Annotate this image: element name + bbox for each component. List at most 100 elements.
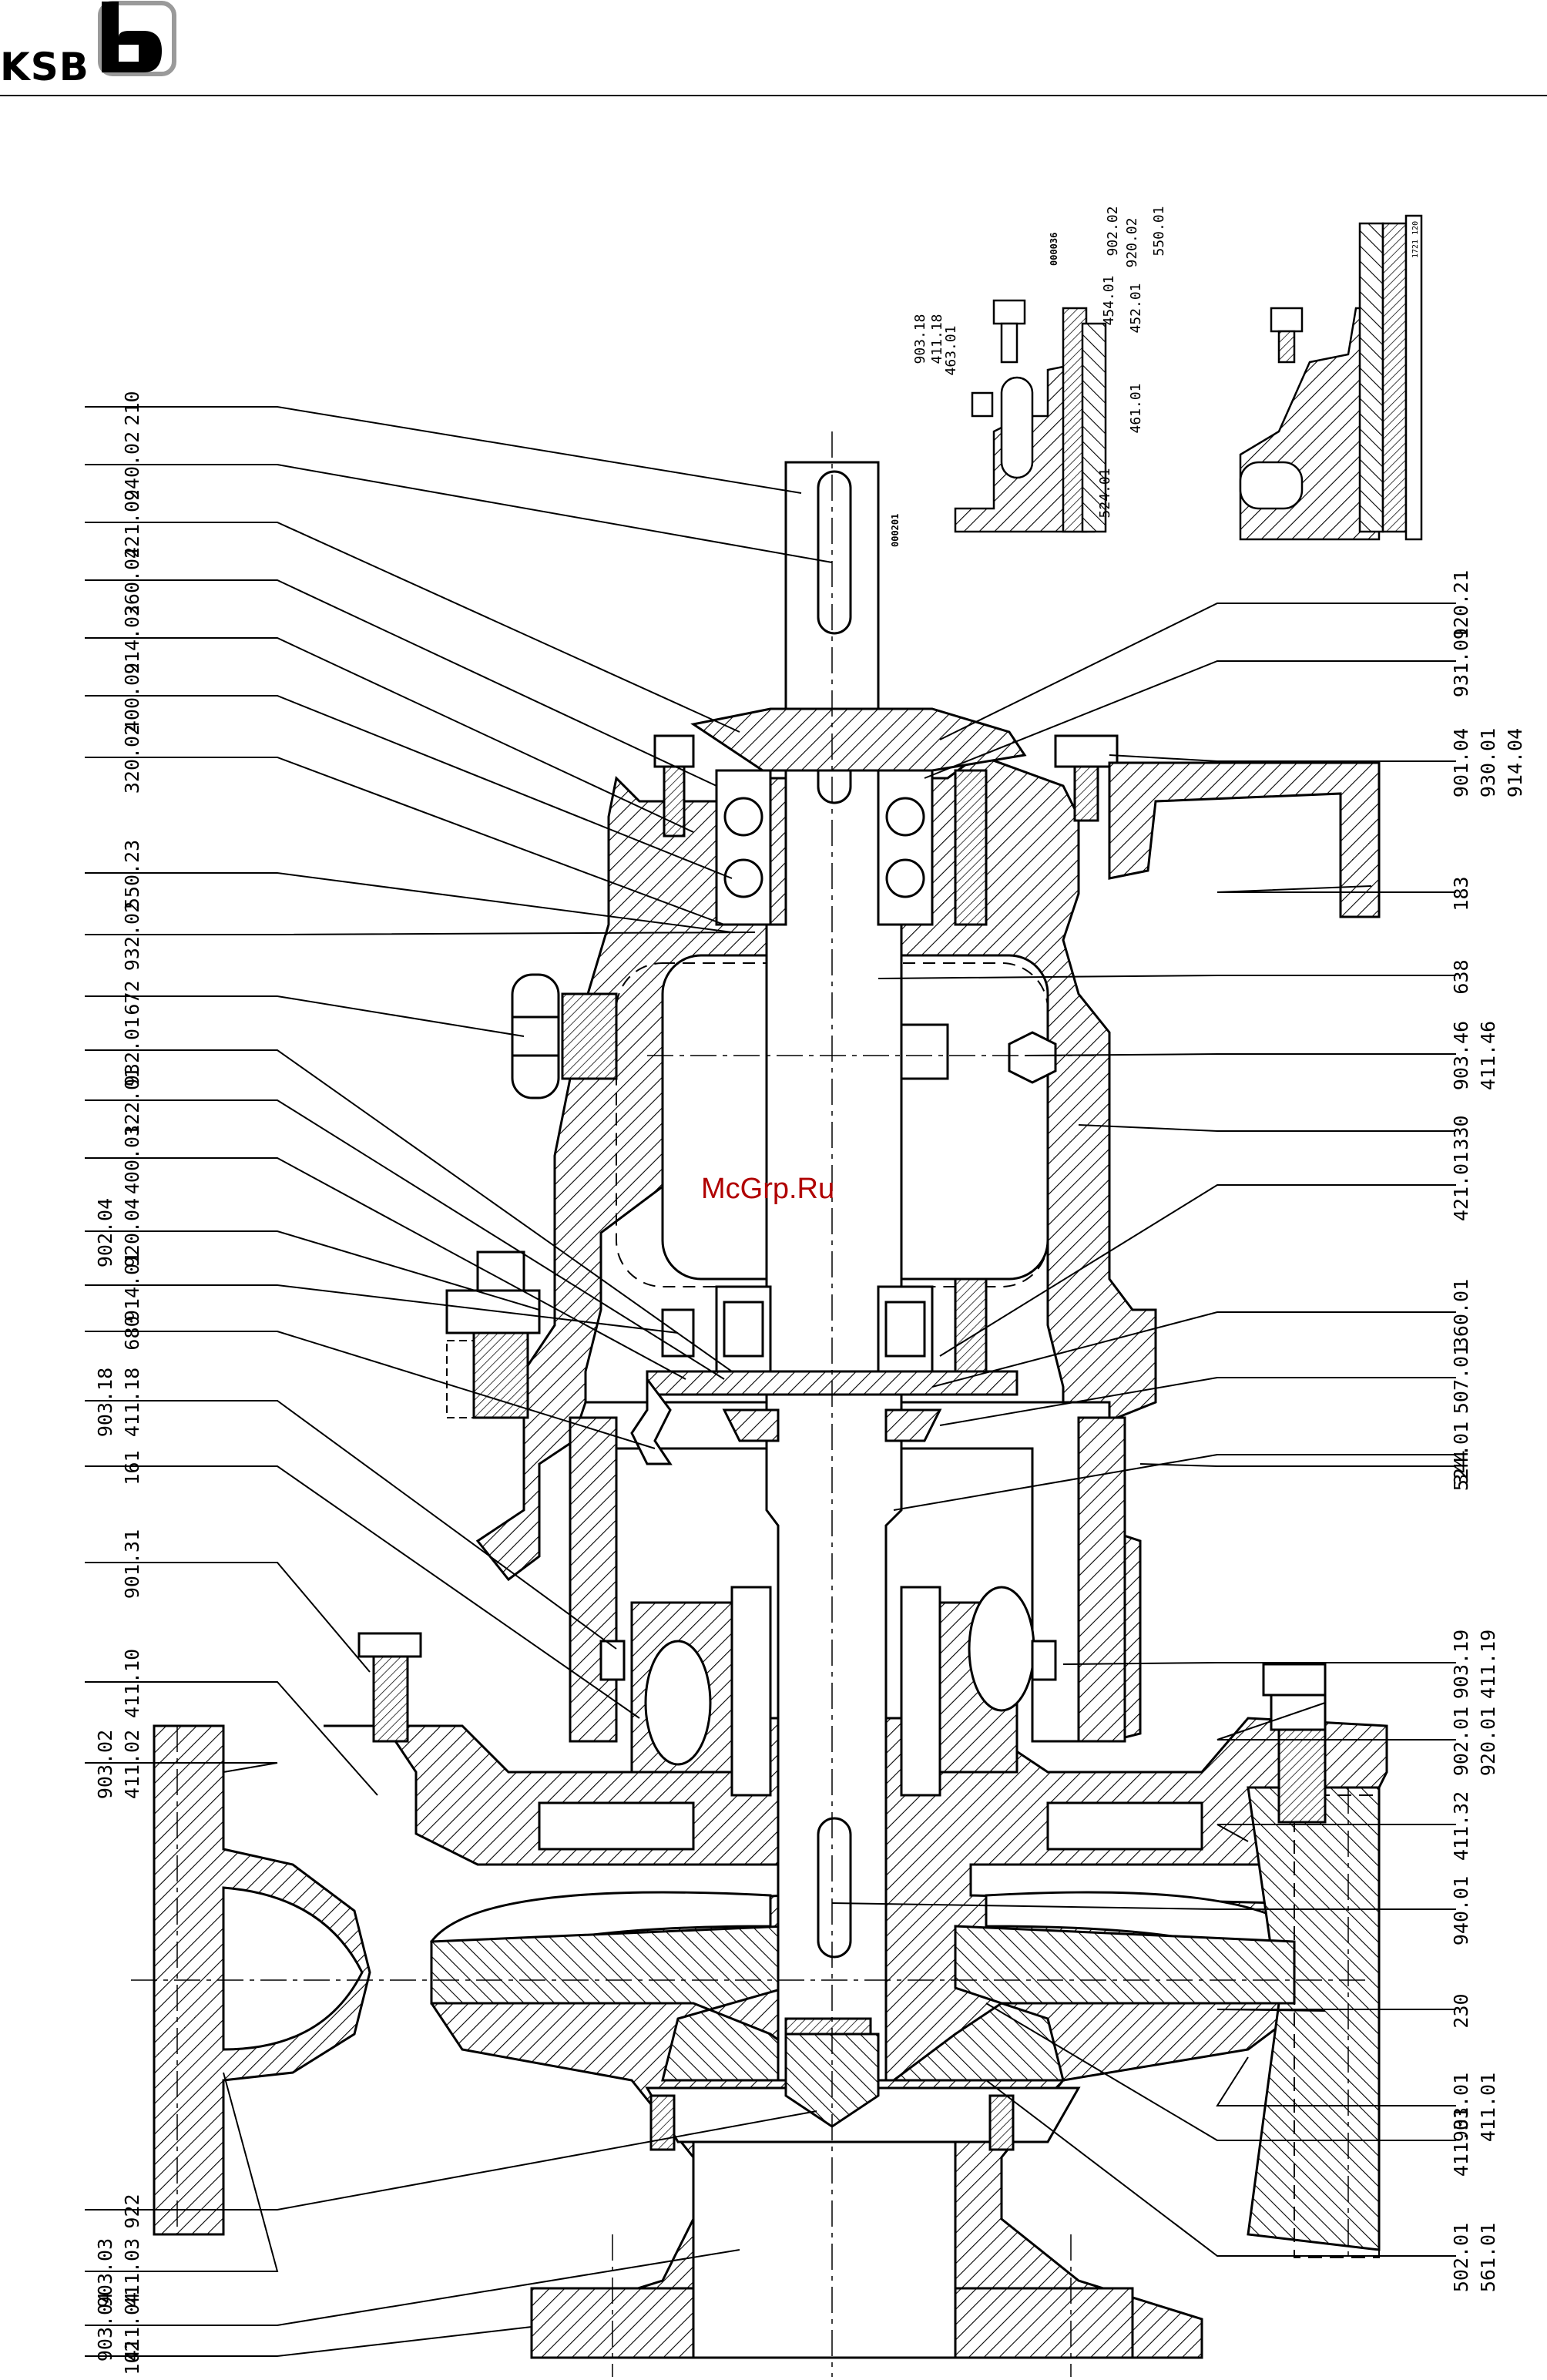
part-label-right: 330 [1450,1115,1472,1150]
leader-line [985,2002,1456,2141]
part-label-left: 902.04 [94,1198,116,1267]
detail-part-label: 461.01 [1128,383,1144,433]
page-header: KSB [0,0,1547,96]
part-label-left: 360.02 [121,547,143,616]
part-label-left: 903.18 [94,1368,116,1437]
leader-line [85,522,740,733]
leader-line [939,603,1456,740]
part-label-left: 914.02 [121,605,143,674]
part-label-left: 903.03 [94,2238,116,2308]
part-label-left: 102 [121,2340,143,2375]
part-label-right: 411.32 [1450,1791,1472,1861]
support-foot [1108,761,1381,918]
part-label-right: 920.01 [1477,1707,1499,1776]
detail-part-label: 452.01 [1128,283,1144,333]
part-label-right: 230 [1450,1993,1472,2028]
part-label-left: 932.02 [121,901,143,971]
leader-line [85,2326,532,2357]
part-label-left: 320.02 [121,724,143,794]
leader-line [1078,1124,1456,1132]
leader-lines-right [831,603,1456,2257]
part-label-right: 411.01 [1477,2073,1499,2142]
part-label-right: 903.46 [1450,1021,1472,1090]
part-label-left: 922 [121,2194,143,2228]
leader-line [85,2110,817,2210]
part-label-left: 411.10 [121,1649,143,1718]
bolts [357,734,1327,1824]
part-label-right: 360.01 [1450,1279,1472,1348]
part-label-left: 914.01 [121,1252,143,1321]
leader-line [85,757,725,925]
part-label-left: 161 [121,1450,143,1485]
leader-line [85,1331,656,1449]
leader-line [85,1681,378,1796]
leader-line [1216,1824,1456,1842]
part-label-left: 411.02 [121,1730,143,1799]
leader-line [85,932,756,935]
leader-line [85,2249,740,2326]
part-label-left: 680 [121,1315,143,1350]
detail-part-label: 524.01 [1097,468,1113,518]
leader-lines-left [85,406,833,2357]
leader-line [878,975,1456,979]
brand-name: KSB [0,45,89,89]
part-label-left: 421.02 [121,489,143,559]
part-labels-left: 210940.02421.02360.02914.02400.02320.025… [94,391,143,2375]
part-label-left: 400.02 [121,663,143,732]
leader-line [831,1902,1456,1910]
part-label-right: 411.46 [1477,1021,1499,1090]
leader-line [85,1400,617,1650]
detail-code-a: 000036 [1049,233,1059,266]
part-label-right: 903.19 [1450,1630,1472,1699]
leader-line [924,660,1456,779]
part-label-left: 672 [121,980,143,1015]
leader-line [1216,885,1456,893]
header-rule [0,95,1547,96]
leader-line [85,1465,640,1719]
leader-line [1216,2009,1456,2012]
leader-line [85,695,733,879]
leader-line [85,872,733,933]
part-label-right: 524.01 [1450,1422,1472,1491]
leader-line [85,406,802,494]
detail-part-label: 550.01 [1151,206,1167,256]
part-label-left: 903.02 [94,1730,116,1799]
part-label-left: 550.23 [121,840,143,909]
part-label-right: 502.01 [1450,2223,1472,2292]
part-label-left: 903.04 [94,2292,116,2362]
detail-view-b [1239,214,1423,541]
centerlines [131,431,1371,2377]
part-label-left: 322.01 [121,1067,143,1136]
detail-part-label: 454.01 [1101,275,1117,325]
leader-line [85,1230,540,1311]
detail-part-label: 902.02 [1105,206,1121,256]
detail-code-c: 1721 120 [1411,221,1420,258]
part-label-right: 411.19 [1477,1630,1499,1699]
part-label-right: 931.01 [1450,628,1472,697]
part-label-left: 411.18 [121,1368,143,1437]
part-label-right: 902.01 [1450,1707,1472,1776]
leader-line [1024,1053,1456,1056]
part-label-left: 411.03 [121,2238,143,2308]
leader-line [85,1157,686,1380]
part-label-left: 210 [121,391,143,425]
detail-part-label: 463.01 [943,325,959,375]
leader-line [1216,2056,1456,2106]
detail-code-b: 000201 [890,514,901,547]
part-label-right: 183 [1450,876,1472,911]
leader-line [939,1184,1456,1357]
part-label-left: 400.01 [121,1125,143,1194]
part-label-right: 920.21 [1450,570,1472,639]
part-label-right: 507.01 [1450,1344,1472,1414]
shaft [765,461,903,2128]
part-label-right: 930.01 [1477,728,1499,797]
part-label-left: 901.31 [121,1529,143,1599]
leader-line [85,464,833,563]
part-label-right: 940.01 [1450,1876,1472,1945]
part-label-right: 903.01 [1450,2073,1472,2142]
watermark: McGrp.Ru [701,1173,834,1205]
impeller [430,1925,1296,2082]
